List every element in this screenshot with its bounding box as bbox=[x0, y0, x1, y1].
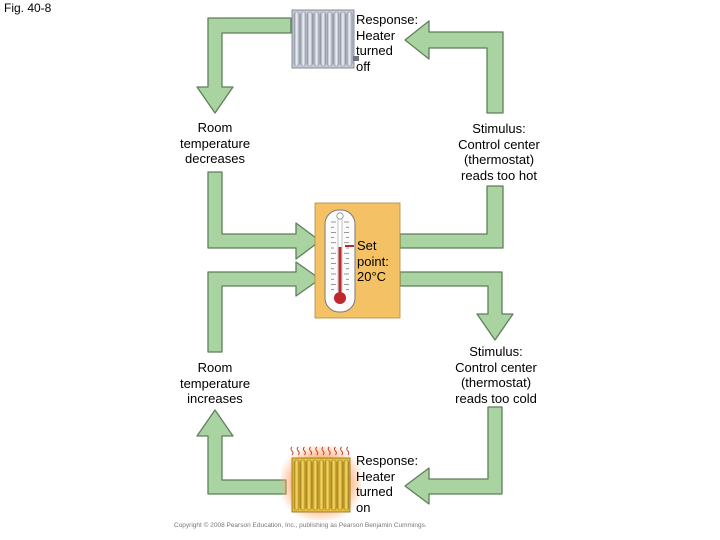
text-line: Room bbox=[197, 360, 233, 375]
text-line: point: bbox=[357, 253, 389, 269]
radiator-off-icon bbox=[291, 9, 359, 69]
response-heater-off-label: Response: Heater turned off bbox=[356, 12, 418, 74]
thermostat bbox=[314, 202, 401, 319]
radiator-fin bbox=[337, 459, 343, 511]
text-line: Control center bbox=[458, 136, 540, 152]
heat-wave bbox=[315, 446, 319, 456]
radiator-fin bbox=[346, 11, 353, 67]
text-line: off bbox=[356, 58, 371, 74]
text-line: Response: bbox=[356, 453, 419, 468]
heat-wave bbox=[290, 446, 294, 456]
arrow-stimulus-hot-to-off bbox=[404, 20, 504, 114]
heat-wave bbox=[333, 446, 337, 456]
heat-wave bbox=[309, 446, 313, 456]
text-line: decreases bbox=[185, 151, 245, 166]
radiator-fin bbox=[300, 459, 306, 511]
text-line: on bbox=[356, 499, 371, 515]
arrow-off-to-decrease bbox=[196, 17, 292, 114]
radiator-fin bbox=[300, 11, 307, 67]
radiator-fin bbox=[306, 459, 312, 511]
stimulus-reads-too-hot-label: Stimulus: Control center (thermostat) re… bbox=[445, 121, 553, 183]
set-point-label: Set point: 20°C bbox=[357, 238, 389, 285]
figure-label: Fig. 40-8 bbox=[4, 1, 52, 15]
text-line: Set bbox=[357, 238, 377, 253]
radiator-fin bbox=[326, 11, 333, 67]
thermometer-icon bbox=[324, 209, 356, 313]
stimulus-reads-too-cold-label: Stimulus: Control center (thermostat) re… bbox=[440, 344, 552, 406]
radiator-on-icon bbox=[281, 446, 361, 520]
heat-wave bbox=[346, 446, 350, 456]
heat-wave bbox=[296, 446, 300, 456]
arrow-thermostat-to-stimulus-hot bbox=[399, 185, 504, 249]
arrow-increase-to-thermostat bbox=[207, 261, 321, 353]
text-line: (thermostat) bbox=[460, 375, 532, 390]
room-temperature-increases-label: Room temperature increases bbox=[165, 360, 265, 407]
text-line: turned bbox=[356, 484, 393, 499]
text-line: temperature bbox=[179, 375, 251, 391]
heat-wave bbox=[321, 446, 325, 456]
copyright-notice: Copyright © 2008 Pearson Education, Inc.… bbox=[174, 522, 427, 529]
text-line: 20°C bbox=[357, 269, 387, 284]
radiator-fin bbox=[333, 11, 340, 67]
text-line: temperature bbox=[179, 135, 251, 151]
response-heater-on-label: Response: Heater turned on bbox=[356, 453, 418, 515]
radiator-fin bbox=[331, 459, 337, 511]
text-line: increases bbox=[187, 391, 243, 406]
heat-wave bbox=[327, 446, 331, 456]
radiator-fin bbox=[293, 459, 300, 511]
text-line: (thermostat) bbox=[463, 152, 535, 167]
arrow-on-to-increase bbox=[196, 409, 287, 495]
radiator-fin bbox=[324, 459, 331, 511]
radiator-fin bbox=[320, 11, 326, 67]
heat-wave bbox=[302, 446, 306, 456]
radiator-fin bbox=[343, 459, 350, 511]
text-line: Control center bbox=[455, 359, 537, 375]
radiator-fin bbox=[340, 11, 346, 67]
text-line: Stimulus: bbox=[469, 344, 523, 359]
radiator-fin bbox=[313, 11, 320, 67]
text-line: Heater bbox=[356, 27, 396, 43]
radiator-fin bbox=[318, 459, 325, 511]
text-line: Response: bbox=[356, 12, 419, 27]
arrow-thermostat-to-stimulus-cold bbox=[399, 271, 514, 341]
radiator-fin bbox=[293, 11, 300, 67]
radiator-fin bbox=[312, 459, 319, 511]
text-line: reads too cold bbox=[455, 390, 537, 406]
arrow-stimulus-cold-to-on bbox=[404, 406, 503, 505]
text-line: Stimulus: bbox=[472, 121, 526, 136]
arrow-decrease-to-thermostat bbox=[207, 171, 321, 260]
text-line: Heater bbox=[356, 468, 396, 484]
room-temperature-decreases-label: Room temperature decreases bbox=[165, 120, 265, 167]
text-line: turned bbox=[356, 43, 393, 58]
text-line: Room bbox=[197, 120, 233, 135]
heat-wave bbox=[340, 446, 344, 456]
text-line: reads too hot bbox=[461, 167, 537, 183]
radiator-fin bbox=[307, 11, 313, 67]
